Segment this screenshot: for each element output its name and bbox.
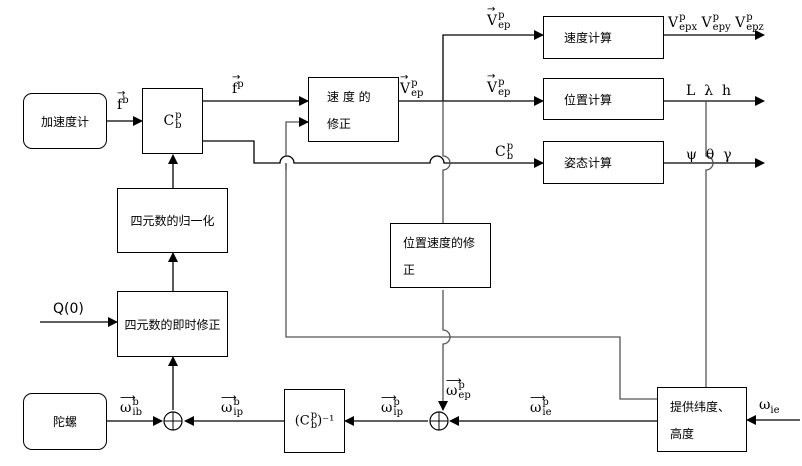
label-f-p: fp <box>232 73 244 96</box>
label-position-outputs: L λ h <box>686 83 731 99</box>
block-position-calc-label: 位置计算 <box>564 92 613 107</box>
block-gyro: 陀螺 <box>23 393 107 450</box>
block-velocity-correction: 速 度 的 修正 <box>308 77 399 142</box>
block-velocity-calc-label: 速度计算 <box>564 31 613 45</box>
label-w-ie: ωie <box>759 397 780 416</box>
block-accelerometer-label: 加速度计 <box>40 114 89 129</box>
block-attitude-calc-label: 姿态计算 <box>564 156 613 170</box>
edge-feedback-loop <box>285 122 657 400</box>
block-posvel-line2: 正 <box>403 262 416 277</box>
block-quaternion-update: 四元数的即时修正 <box>117 291 228 357</box>
block-quaternion-normalize-label: 四元数的归一化 <box>130 214 215 228</box>
block-position-velocity-correction: 位置速度的修 正 <box>390 223 491 288</box>
edge-vep-to-velocity <box>442 30 544 101</box>
block-latitude-height-line1: 提供纬度、 <box>670 399 731 414</box>
block-quaternion-update-label: 四元数的即时修正 <box>124 317 221 332</box>
edge-position-to-latheight <box>705 101 714 387</box>
edge-cbp-to-attitude <box>203 140 544 168</box>
block-velocity-correction-line2: 修正 <box>327 116 352 131</box>
block-attitude-calc: 姿态计算 <box>543 141 664 184</box>
sum-junction-1 <box>163 411 183 431</box>
sum-junction-2 <box>429 411 449 431</box>
edge-vep-to-posvel <box>442 101 451 226</box>
block-posvel-line1: 位置速度的修 <box>403 235 476 250</box>
block-velocity-correction-line1: 速 度 的 <box>327 89 371 104</box>
block-quaternion-normalize: 四元数的归一化 <box>117 188 228 253</box>
block-latitude-height-line2: 高度 <box>670 426 695 441</box>
block-accelerometer: 加速度计 <box>23 93 107 149</box>
label-q0: Q(0) <box>53 301 84 317</box>
block-latitude-height: 提供纬度、 高度 <box>657 387 747 452</box>
block-gyro-label: 陀螺 <box>52 415 77 429</box>
block-position-calc: 位置计算 <box>543 78 664 120</box>
label-attitude-outputs: ψ θ γ <box>686 147 732 163</box>
label-f-b: fb <box>117 89 129 112</box>
block-velocity-calc: 速度计算 <box>543 16 664 59</box>
